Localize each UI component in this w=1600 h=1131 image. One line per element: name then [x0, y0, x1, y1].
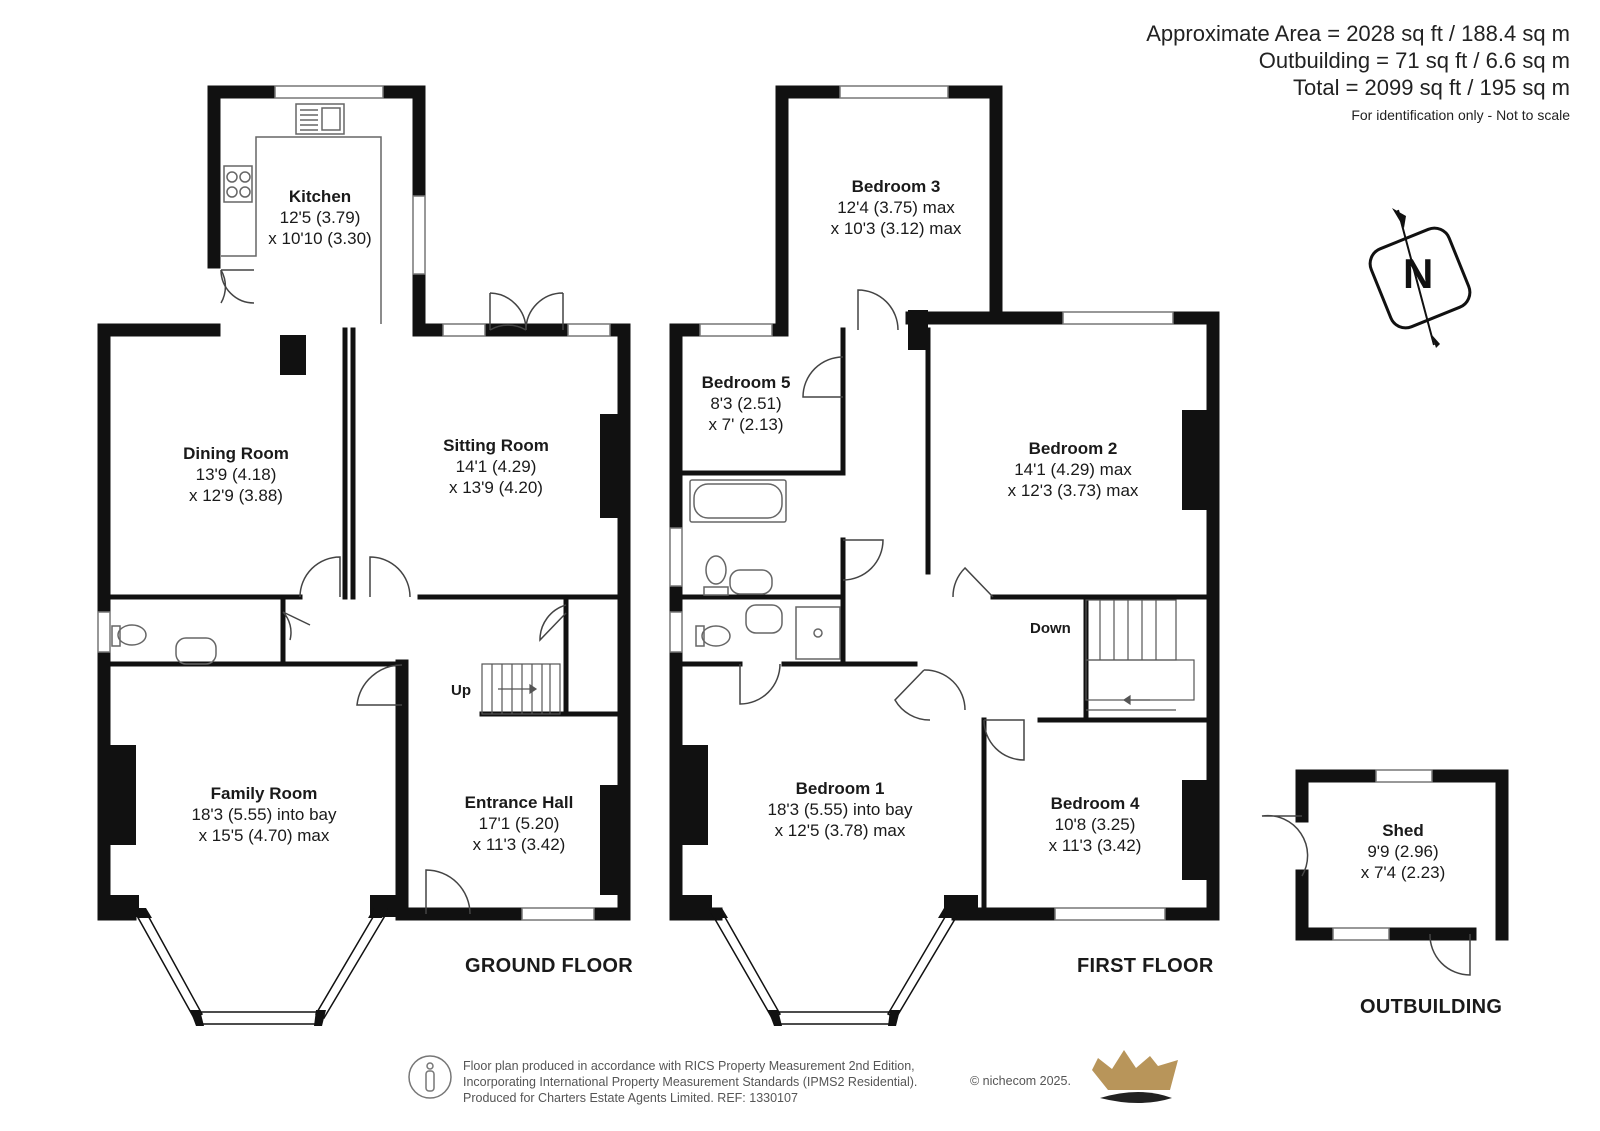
room-entrance-hall: Entrance Hall 17'1 (5.20) x 11'3 (3.42)	[464, 793, 574, 854]
compass-icon	[1368, 208, 1472, 348]
room-shed: Shed 9'9 (2.96) x 7'4 (2.23)	[1360, 821, 1446, 882]
area-note: For identification only - Not to scale	[1351, 107, 1570, 123]
area-line-outbuilding: Outbuilding = 71 sq ft / 6.6 sq m	[1258, 48, 1570, 73]
stair-down-label: Down	[1030, 620, 1071, 637]
outbuilding-label: OUTBUILDING	[1360, 996, 1503, 1018]
crown-logo-icon	[1092, 1050, 1178, 1103]
ground-floor-label: GROUND FLOOR	[465, 955, 634, 977]
stair-up-label: Up	[451, 682, 471, 699]
room-bedroom-5: Bedroom 5 8'3 (2.51) x 7' (2.13)	[701, 373, 791, 434]
area-line-total: Total = 2099 sq ft / 195 sq m	[1293, 75, 1570, 100]
area-summary: Approximate Area = 2028 sq ft / 188.4 sq…	[1146, 20, 1570, 123]
room-sitting: Sitting Room 14'1 (4.29) x 13'9 (4.20)	[443, 436, 549, 497]
room-bedroom-2: Bedroom 2 14'1 (4.29) max x 12'3 (3.73) …	[1007, 439, 1139, 500]
room-bedroom-1: Bedroom 1 18'3 (5.55) into bay x 12'5 (3…	[767, 779, 913, 840]
person-icon	[408, 1055, 452, 1099]
room-family: Family Room 18'3 (5.55) into bay x 15'5 …	[191, 784, 337, 845]
first-floor-label: FIRST FLOOR	[1077, 955, 1214, 977]
footer-text: Floor plan produced in accordance with R…	[463, 1059, 918, 1105]
room-kitchen: Kitchen 12'5 (3.79) x 10'10 (3.30)	[268, 187, 372, 248]
area-line-approx: Approximate Area = 2028 sq ft / 188.4 sq…	[1146, 21, 1570, 46]
compass-letter: N	[1403, 250, 1434, 297]
room-dining: Dining Room 13'9 (4.18) x 12'9 (3.88)	[183, 444, 289, 505]
room-bedroom-4: Bedroom 4 10'8 (3.25) x 11'3 (3.42)	[1048, 794, 1142, 855]
room-bedroom-3: Bedroom 3 12'4 (3.75) max x 10'3 (3.12) …	[830, 177, 962, 238]
copyright-text: © nichecom 2025.	[970, 1074, 1071, 1088]
